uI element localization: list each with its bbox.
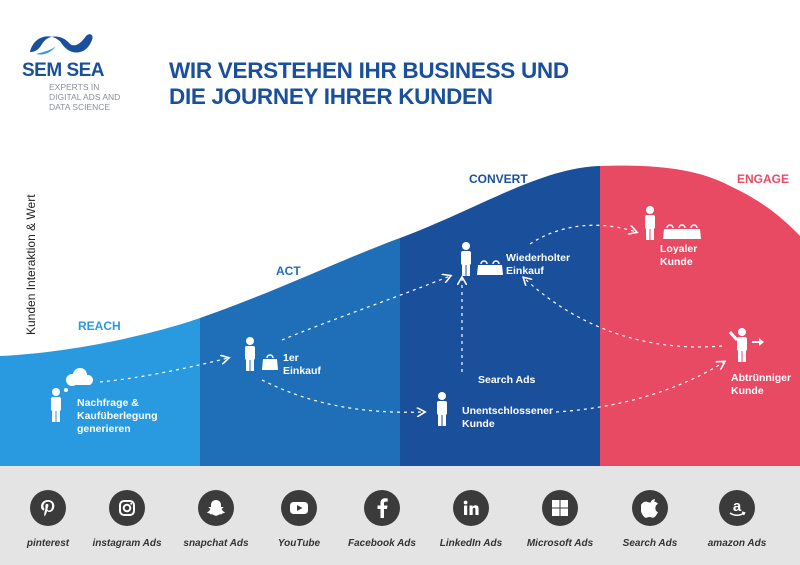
stage-label-act: ACT [276, 264, 301, 278]
pinterest-icon [30, 490, 66, 526]
platform-label: YouTube [277, 538, 321, 549]
arrow-wiederholter-to-loyaler [529, 224, 636, 245]
platform-label: Microsoft Ads [526, 538, 594, 549]
youtube-icon [281, 490, 317, 526]
snapchat-icon [198, 490, 234, 526]
amazon-icon: a [719, 490, 755, 526]
linkedin-icon [453, 490, 489, 526]
platform-label: pinterest [26, 538, 70, 549]
stage-label-reach: REACH [78, 319, 121, 333]
apple-icon [632, 490, 668, 526]
arrow-einkauf-to-unentschlossen [261, 379, 424, 412]
person-icon-unentschlossener [437, 392, 447, 426]
bag-icon-erster-einkauf [262, 354, 278, 370]
platform-youtube: YouTube [254, 490, 344, 549]
person-icon-erster-einkauf [245, 337, 255, 371]
brand-name: SEM SEA [22, 60, 105, 81]
arrow-abtruenniger-to-wiederholter [524, 278, 723, 348]
arrow-nachfrage-to-einkauf [99, 358, 228, 383]
platform-label: amazon Ads [707, 538, 767, 549]
platform-label: snapchat Ads [183, 538, 249, 549]
arrow-unentschlossen-to-abtruenniger [555, 362, 724, 413]
platform-label: LinkedIn Ads [439, 538, 503, 549]
brand-tagline: EXPERTS IN DIGITAL ADS AND DATA SCIENCE [49, 82, 121, 112]
facebook-icon [364, 490, 400, 526]
ad-platforms-bar: pinterest instagram Ads snapchat Ads You… [0, 466, 800, 565]
platform-amazon: a amazon Ads [692, 490, 782, 549]
thought-bubble-icon [64, 368, 93, 392]
bags-icon-wiederholter [477, 260, 503, 275]
platform-label: instagram Ads [92, 538, 162, 549]
platform-label: Facebook Ads [348, 538, 416, 549]
platform-instagram: instagram Ads [82, 490, 172, 549]
brand-logo: SEM SEA EXPERTS IN DIGITAL ADS AND DATA … [22, 30, 120, 115]
wave-logo-icon [30, 34, 93, 55]
bags-icon-loyaler [663, 224, 701, 239]
microsoft-icon [542, 490, 578, 526]
person-icon-loyaler [645, 206, 655, 240]
person-icon-wiederholter [461, 242, 471, 276]
platform-microsoft: Microsoft Ads [515, 490, 605, 549]
platform-pinterest: pinterest [3, 490, 93, 549]
person-icon-nachfrage [51, 388, 61, 422]
svg-text:a: a [733, 498, 742, 515]
platform-facebook: Facebook Ads [337, 490, 427, 549]
page-title: WIR VERSTEHEN IHR BUSINESS UND DIE JOURN… [169, 58, 569, 109]
platform-snapchat: snapchat Ads [171, 490, 261, 549]
stage-label-convert: CONVERT [469, 172, 528, 186]
person-leaving-icon-abtruenniger [728, 328, 764, 362]
convert-band [400, 165, 600, 466]
arrow-einkauf-to-wiederholter [281, 276, 450, 341]
platform-linkedin: LinkedIn Ads [426, 490, 516, 549]
journey-diagram [0, 165, 800, 466]
engage-band [600, 165, 800, 466]
platform-search-ads: Search Ads [605, 490, 695, 549]
stage-label-engage: ENGAGE [737, 172, 790, 186]
act-band [200, 165, 400, 466]
instagram-icon [109, 490, 145, 526]
platform-label: Search Ads [622, 538, 678, 549]
label-search-ads: Search Ads [478, 374, 536, 386]
